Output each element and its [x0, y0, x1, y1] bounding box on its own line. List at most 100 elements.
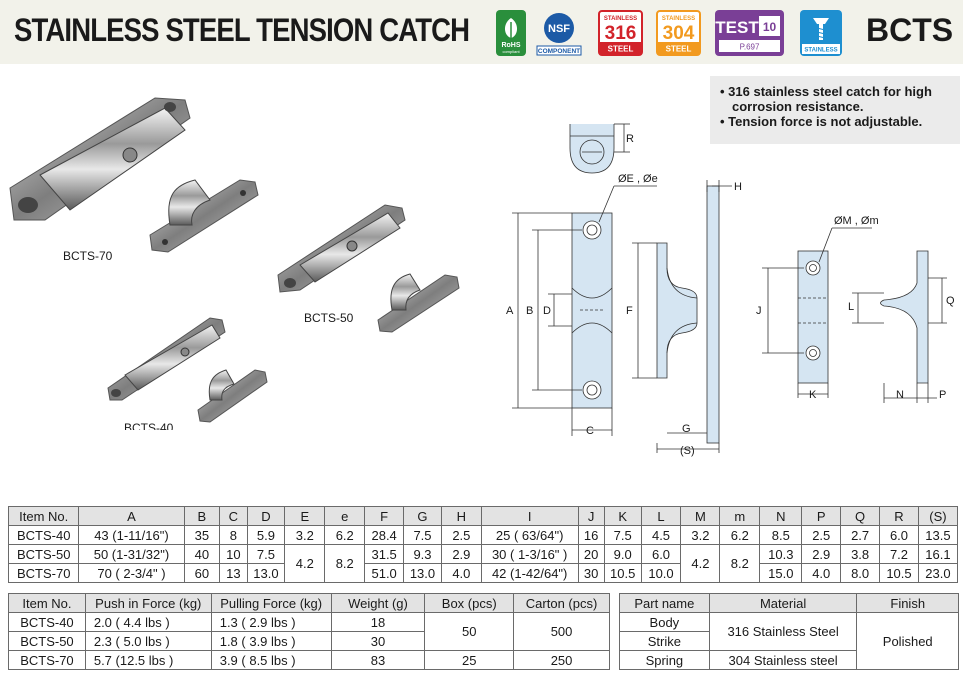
force-table: Item No. Push in Force (kg) Pulling Forc… — [8, 593, 610, 670]
col-header: D — [246, 506, 286, 526]
product-photos: BCTS-70 BCTS-50 BCTS-40 — [9, 97, 460, 430]
table-cell: 316 Stainless Steel — [708, 612, 858, 651]
table-cell: BCTS-50 — [7, 544, 80, 564]
test-page-ref[interactable]: P.697 — [740, 43, 760, 52]
col-header: R — [879, 506, 919, 526]
col-header: H — [440, 506, 482, 526]
table-cell: 3.8 — [840, 544, 881, 564]
table-cell: 13.0 — [246, 563, 286, 583]
s304-number: 304 — [663, 23, 695, 44]
table-cell: 4.5 — [640, 525, 682, 545]
table-cell: 16 — [577, 525, 605, 545]
table-cell: 7.5 — [603, 525, 642, 545]
table-row: BCTS-40 2.0 ( 4.4 lbs ) 1.3 ( 2.9 lbs ) … — [8, 612, 610, 651]
col-header: Pulling Force (kg) — [210, 593, 332, 613]
rohs-badge: RoHS compliant — [496, 10, 526, 56]
dim-label-n: N — [896, 389, 904, 401]
table-cell: 4.2 — [680, 544, 721, 583]
dim-label-f: F — [626, 305, 633, 317]
table-cell: 10.0 — [640, 563, 682, 583]
table-cell: 3.9 ( 8.5 lbs ) — [210, 650, 332, 670]
nsf-badge: NSF COMPONENT — [536, 10, 582, 56]
table-cell: 6.2 — [324, 525, 366, 545]
dim-label-c: C — [586, 425, 594, 437]
col-header: Finish — [856, 593, 959, 613]
col-header: J — [577, 506, 605, 526]
col-header: C — [219, 506, 248, 526]
table-cell: 51.0 — [364, 563, 405, 583]
table-cell: 3.2 — [284, 525, 326, 545]
table-row: BCTS-50 50 (1-31/32") 40 10 7.5 4.2 8.2 … — [7, 544, 959, 583]
table-cell: 7.5 — [246, 544, 286, 564]
col-header: Carton (pcs) — [513, 593, 610, 613]
dim-label-r: R — [626, 133, 634, 145]
table-cell: 5.7 (12.5 lbs ) — [84, 650, 212, 670]
table-cell: 4.0 — [440, 563, 482, 583]
note-line: • Tension force is not adjustable. — [720, 114, 923, 129]
table-cell: 18 — [330, 612, 426, 632]
dim-label-s: (S) — [680, 445, 695, 457]
col-header: (S) — [917, 506, 959, 526]
table-cell: 6.0 — [640, 544, 682, 564]
table-cell: 2.5 — [440, 525, 482, 545]
bcts50-catch-image — [277, 204, 406, 293]
table-cell: 9.0 — [603, 544, 642, 564]
col-header: A — [78, 506, 185, 526]
s304-bottom-label: STEEL — [666, 45, 692, 54]
table-cell: 8.2 — [719, 544, 761, 583]
table-cell: Spring — [619, 650, 710, 670]
table-row: BCTS-50 2.3 ( 5.0 lbs ) 1.8 ( 3.9 lbs ) … — [8, 631, 610, 651]
strike-end-view — [852, 250, 947, 403]
col-header: E — [284, 506, 326, 526]
dim-label-ee: ØE , Øe — [618, 173, 658, 185]
nsf-sub-label: COMPONENT — [538, 48, 580, 55]
col-header: G — [403, 506, 442, 526]
table-cell: 7.5 — [403, 525, 442, 545]
table-cell: 304 Stainless steel — [708, 650, 858, 670]
strike-side-view — [632, 180, 732, 453]
table-cell: 8.2 — [324, 544, 366, 583]
table-cell: 23.0 — [917, 563, 959, 583]
stainless-316-badge: STAINLESS 316 STEEL — [598, 10, 643, 56]
table-cell: 13 — [219, 563, 248, 583]
s304-top-label: STAINLESS — [662, 16, 695, 22]
table-cell: 8 — [219, 525, 248, 545]
col-header: Box (pcs) — [424, 593, 515, 613]
table-cell: BCTS-70 — [8, 650, 86, 670]
screw-icon — [813, 18, 829, 40]
table-cell: 70 ( 2-3/4" ) — [78, 563, 185, 583]
table-cell: 250 — [513, 650, 610, 670]
col-header: Item No. — [7, 506, 80, 526]
s316-top-label: STAINLESS — [604, 16, 637, 22]
table-cell: 10 — [219, 544, 248, 564]
product-code: BCTS — [866, 12, 954, 48]
table-cell: BCTS-40 — [8, 612, 86, 632]
bcts40-catch-image — [107, 317, 226, 401]
table-cell: 4.0 — [801, 563, 842, 583]
col-header: Item No. — [8, 593, 86, 613]
dim-label-q: Q — [946, 295, 955, 307]
note-line: • 316 stainless steel catch for high — [720, 84, 932, 99]
col-header: N — [759, 506, 803, 526]
s316-number: 316 — [605, 23, 637, 44]
material-table: Part name Material Finish Body 316 Stain… — [619, 593, 959, 670]
bcts50-label: BCTS-50 — [304, 311, 354, 325]
table-cell: 3.2 — [680, 525, 721, 545]
catch-top-view — [569, 123, 630, 174]
table-cell: 25 — [424, 650, 515, 670]
table-cell: 500 — [513, 612, 610, 651]
dimension-table: Item No. A B C D E e F G H I J K L M m N… — [7, 506, 959, 583]
col-header: L — [640, 506, 682, 526]
col-header: I — [480, 506, 579, 526]
table-row: Body 316 Stainless Steel Polished — [619, 612, 959, 670]
test-badge: TEST 10 P.697 — [715, 10, 784, 56]
table-cell: BCTS-40 — [7, 525, 80, 545]
dim-label-h: H — [734, 181, 742, 193]
table-cell: 43 (1-11/16") — [78, 525, 185, 545]
note-line: corrosion resistance. — [732, 99, 864, 114]
table-row: BCTS-70 70 ( 2-3/4" ) 60 13 13.0 51.0 13… — [7, 563, 959, 583]
strike-front-view — [762, 227, 872, 398]
dim-label-b: B — [526, 305, 533, 317]
nsf-label: NSF — [548, 23, 570, 35]
dim-label-mm: ØM , Øm — [834, 215, 879, 227]
